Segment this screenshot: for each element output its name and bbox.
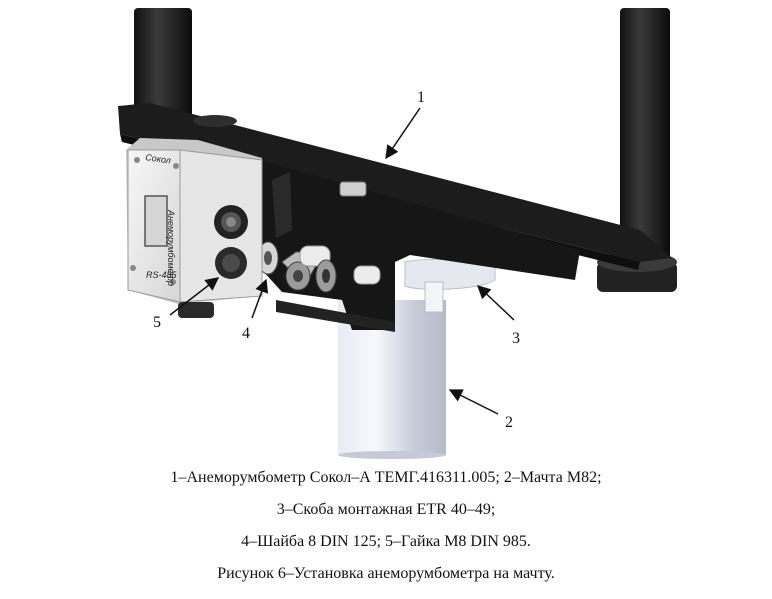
caption-line-2: 3–Скоба монтажная ETR 40–49; [276, 501, 496, 518]
figure-caption: 1–Анеморумбометр Сокол–А ТЕМГ.416311.005… [0, 462, 772, 590]
callout-1: 1 [417, 89, 425, 106]
anemometer-mount-drawing: Сокол Анеморумбометр RS-485 1 2 3 4 5 [118, 8, 677, 459]
callout-5: 5 [153, 314, 161, 331]
arrow-3 [477, 285, 515, 321]
arrow-5 [169, 277, 220, 316]
right-upright [597, 8, 677, 292]
figure-illustration: Сокол Анеморумбометр RS-485 1 2 3 4 5 [118, 8, 677, 459]
device-brand-text: Сокол [145, 152, 172, 165]
callout-arrows [169, 107, 515, 415]
arrow-2 [448, 389, 499, 415]
callout-2: 2 [505, 414, 513, 431]
arrow-4 [251, 278, 269, 319]
caption-line-3: 4–Шайба 8 DIN 125; 5–Гайка М8 DIN 985. [241, 533, 531, 550]
callout-3: 3 [512, 330, 520, 347]
left-upright [134, 8, 192, 120]
arrow-1 [385, 107, 421, 160]
anemometer-box: Сокол Анеморумбометр RS-485 [126, 138, 263, 318]
caption-line-1: 1–Анеморумбометр Сокол–А ТЕМГ.416311.005… [170, 469, 602, 486]
mast-pipe [338, 258, 496, 459]
device-label-text: Анеморумбометр [166, 209, 176, 286]
callout-4: 4 [242, 325, 250, 342]
mounting-bracket [118, 103, 672, 332]
caption-line-4: Рисунок 6–Установка анеморумбометра на м… [217, 565, 555, 582]
device-model-text: RS-485 [146, 270, 178, 280]
hardware-washer-nut [257, 241, 381, 293]
